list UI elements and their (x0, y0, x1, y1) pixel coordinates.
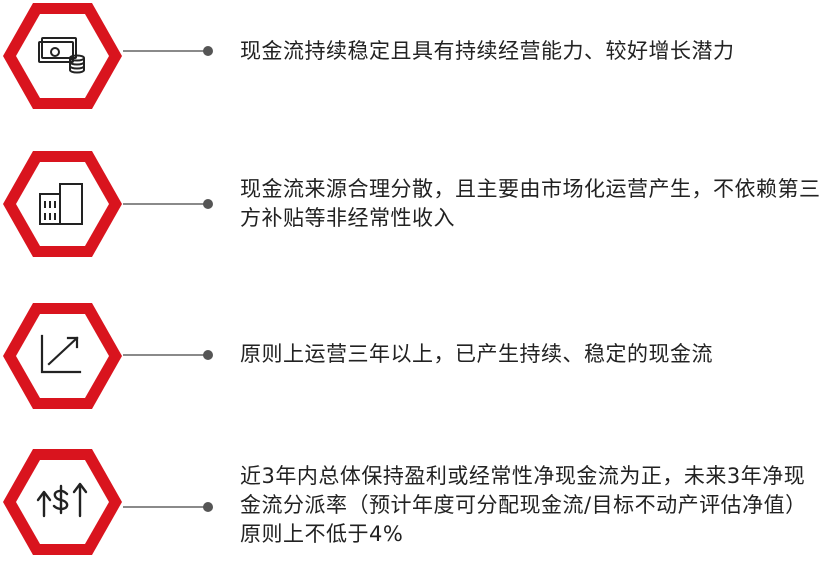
hexagon-badge (3, 3, 122, 109)
connector-line (123, 50, 207, 52)
criteria-item: 现金流来源合理分散，且主要由市场化运营产生，不依赖第三方补贴等非经常性收入 (0, 148, 833, 260)
bullet-dot (203, 199, 213, 209)
buildings-icon (39, 183, 83, 225)
criteria-item: 近3年内总体保持盈利或经常性净现金流为正，未来3年净现金流分派率（预计年度可分配… (0, 446, 833, 558)
hexagon-badge (3, 449, 122, 555)
criteria-text: 现金流持续稳定且具有持续经营能力、较好增长潜力 (240, 39, 735, 63)
bullet-dot (203, 46, 213, 56)
growth-chart-icon (40, 334, 82, 374)
hexagon-badge (3, 303, 122, 409)
connector-line (123, 506, 207, 508)
bullet-dot (203, 350, 213, 360)
bullet-dot (203, 502, 213, 512)
criteria-text: 近3年内总体保持盈利或经常性净现金流为正，未来3年净现金流分派率（预计年度可分配… (240, 464, 807, 546)
criteria-item: 现金流持续稳定且具有持续经营能力、较好增长潜力 (0, 0, 833, 112)
cash-coins-icon (38, 37, 85, 74)
connector-line (123, 354, 207, 356)
criteria-item: 原则上运营三年以上，已产生持续、稳定的现金流 (0, 300, 833, 412)
criteria-text: 现金流来源合理分散，且主要由市场化运营产生，不依赖第三方补贴等非经常性收入 (240, 177, 821, 230)
dollar-arrows-icon (36, 482, 88, 518)
connector-line (123, 203, 207, 205)
criteria-text: 原则上运营三年以上，已产生持续、稳定的现金流 (240, 342, 713, 366)
